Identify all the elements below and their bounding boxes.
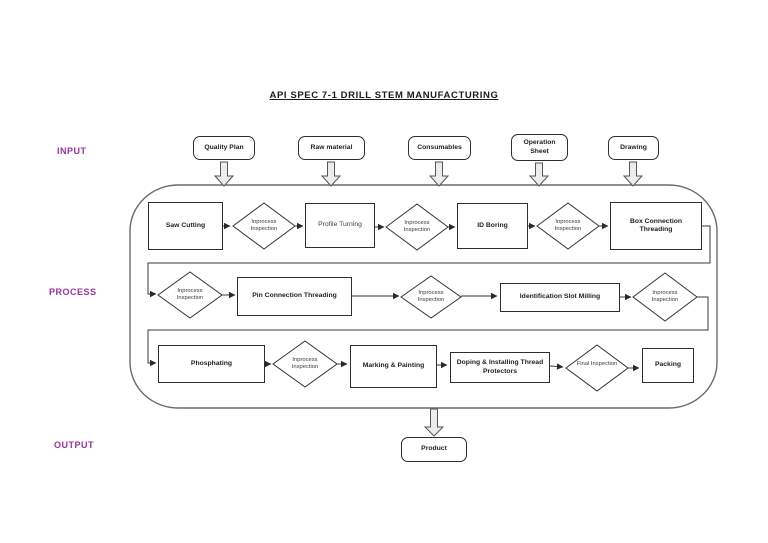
task-node-phosphating: Phosphating (158, 345, 265, 383)
block-arrow-operation-sheet (528, 162, 550, 187)
input-node-operation-sheet: Operation Sheet (511, 134, 568, 161)
input-node-drawing: Drawing (608, 136, 659, 160)
task-node-label: Saw Cutting (165, 221, 206, 229)
task-node-marking-painting: Marking & Painting (350, 345, 437, 388)
task-node-box-connection-threading: Box Connection Threading (610, 202, 702, 250)
input-node-label: Raw material (310, 143, 353, 151)
task-node-pin-connection-threading: Pin Connection Threading (237, 277, 352, 316)
task-node-label: Pin Connection Threading (252, 292, 337, 300)
stage-label-input: INPUT (57, 146, 87, 156)
task-node-label: Doping & Installing Thread Protectors (456, 359, 544, 375)
task-node-label: Packing (654, 361, 682, 369)
connector (549, 363, 564, 370)
decision-diamond-7 (272, 340, 338, 388)
task-node-label: Profile Turning (318, 221, 362, 229)
decision-diamond-1 (232, 202, 296, 250)
task-node-label: ID Boring (477, 221, 508, 229)
decision-diamond-6 (632, 272, 698, 322)
stage-label-output: OUTPUT (54, 440, 94, 450)
task-node-profile-turning: Profile Turning (305, 203, 375, 248)
decision-diamond-8 (565, 344, 629, 392)
connector-row1-to-row2 (147, 225, 711, 298)
stage-label-process: PROCESS (49, 287, 97, 297)
page-title: API SPEC 7-1 DRILL STEM MANUFACTURING (269, 90, 499, 101)
output-node-product: Product (401, 437, 467, 462)
task-node-label: Box Connection Threading (629, 217, 683, 233)
block-arrow-product (423, 408, 445, 437)
block-arrow-raw-material (320, 161, 342, 187)
input-node-label: Consumables (417, 143, 462, 151)
decision-diamond-2 (385, 203, 449, 251)
task-node-identification-slot-milling: Identification Slot Milling (500, 283, 620, 312)
input-node-label: Operation Sheet (523, 139, 556, 155)
input-node-label: Quality Plan (204, 143, 244, 151)
task-node-label: Phosphating (190, 359, 233, 367)
block-arrow-consumables (428, 161, 450, 187)
task-node-doping-installing-thread-protectors: Doping & Installing Thread Protectors (450, 352, 550, 383)
task-node-label: Marking & Painting (362, 362, 425, 370)
decision-diamond-5 (400, 275, 462, 319)
input-node-label: Drawing (620, 143, 647, 151)
decision-diamond-4 (157, 271, 223, 319)
output-node-label: Product (421, 445, 447, 453)
task-node-label: Identification Slot Milling (519, 293, 601, 301)
task-node-packing: Packing (642, 348, 694, 383)
task-node-id-boring: ID Boring (457, 203, 528, 249)
input-node-consumables: Consumables (408, 136, 471, 160)
task-node-saw-cutting: Saw Cutting (148, 202, 223, 250)
block-arrow-drawing (622, 161, 644, 187)
process-container (129, 184, 718, 409)
block-arrow-quality-plan (213, 161, 235, 187)
decision-diamond-3 (536, 202, 600, 250)
input-node-raw-material: Raw material (298, 136, 365, 160)
input-node-quality-plan: Quality Plan (193, 136, 255, 160)
connector-row2-to-row3 (147, 296, 709, 367)
